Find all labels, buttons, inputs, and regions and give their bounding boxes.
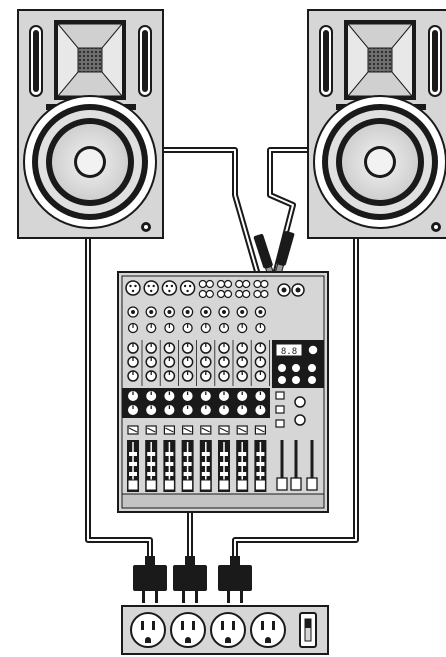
power-plug xyxy=(173,556,207,603)
master-button[interactable] xyxy=(276,420,284,427)
xlr-input[interactable] xyxy=(126,281,140,295)
channel-knob[interactable] xyxy=(146,371,156,381)
band-knob[interactable] xyxy=(256,392,265,401)
channel-knob[interactable] xyxy=(201,371,211,381)
channel-knob[interactable] xyxy=(183,357,193,367)
band-knob[interactable] xyxy=(165,392,174,401)
outlet xyxy=(211,613,245,647)
channel-knob[interactable] xyxy=(219,357,229,367)
band-knob[interactable] xyxy=(201,392,210,401)
channel-knob[interactable] xyxy=(146,357,156,367)
master-level-knob[interactable] xyxy=(295,415,305,425)
master-button[interactable] xyxy=(276,406,284,413)
band-knob[interactable] xyxy=(256,406,265,415)
woofer xyxy=(314,96,446,228)
band-knob[interactable] xyxy=(165,406,174,415)
fx-knob[interactable] xyxy=(308,345,318,355)
brand-logo xyxy=(431,222,441,232)
channel-knob[interactable] xyxy=(183,371,193,381)
channel-knob[interactable] xyxy=(255,371,265,381)
band-knob[interactable] xyxy=(220,406,229,415)
power-plug xyxy=(133,556,167,603)
channel-knob[interactable] xyxy=(128,371,138,381)
power-switch[interactable] xyxy=(300,613,316,647)
xlr-input[interactable] xyxy=(162,281,176,295)
band-knob[interactable] xyxy=(183,406,192,415)
mixer-black-band xyxy=(122,388,270,418)
master-knob[interactable] xyxy=(309,365,316,372)
channel-knob[interactable] xyxy=(219,343,229,353)
band-knob[interactable] xyxy=(238,392,247,401)
band-knob[interactable] xyxy=(201,406,210,415)
power-strip xyxy=(122,606,328,654)
channel-knob[interactable] xyxy=(237,357,247,367)
channel-knob[interactable] xyxy=(164,343,174,353)
power-plug xyxy=(218,556,252,603)
xlr-input[interactable] xyxy=(181,281,195,295)
channel-knob[interactable] xyxy=(164,357,174,367)
outlet xyxy=(171,613,205,647)
master-level-knob[interactable] xyxy=(295,397,305,407)
channel-knob[interactable] xyxy=(255,343,265,353)
mixer: 8.8 xyxy=(118,272,328,512)
jack-plug-right xyxy=(273,231,295,276)
band-knob[interactable] xyxy=(238,406,247,415)
woofer xyxy=(24,96,156,228)
channel-knob[interactable] xyxy=(237,343,247,353)
band-knob[interactable] xyxy=(147,392,156,401)
channel-knob[interactable] xyxy=(201,357,211,367)
band-knob[interactable] xyxy=(129,406,138,415)
fx-display-readout: 8.8 xyxy=(281,347,297,357)
right-speaker xyxy=(308,10,446,238)
band-knob[interactable] xyxy=(147,406,156,415)
outlet xyxy=(131,613,165,647)
power-plugs xyxy=(133,556,252,603)
master-knob[interactable] xyxy=(279,365,286,372)
band-knob[interactable] xyxy=(129,392,138,401)
channel-knob[interactable] xyxy=(146,343,156,353)
xlr-input[interactable] xyxy=(144,281,158,295)
channel-knob[interactable] xyxy=(201,343,211,353)
channel-knob[interactable] xyxy=(255,357,265,367)
channel-knob[interactable] xyxy=(219,371,229,381)
tweeter-horn xyxy=(54,20,126,100)
channel-knob[interactable] xyxy=(128,357,138,367)
right-speaker-audio-cable xyxy=(270,150,308,275)
master-knob[interactable] xyxy=(293,365,300,372)
master-knob[interactable] xyxy=(293,377,300,384)
outlet xyxy=(251,613,285,647)
master-knob[interactable] xyxy=(309,377,316,384)
band-knob[interactable] xyxy=(220,392,229,401)
channel-knob[interactable] xyxy=(237,371,247,381)
band-knob[interactable] xyxy=(183,392,192,401)
master-knob[interactable] xyxy=(279,377,286,384)
channel-knob[interactable] xyxy=(164,371,174,381)
channel-knob[interactable] xyxy=(128,343,138,353)
master-button[interactable] xyxy=(276,392,284,399)
brand-logo xyxy=(141,222,151,232)
left-speaker xyxy=(18,10,163,238)
tweeter-horn xyxy=(344,20,416,100)
left-speaker-audio-cable xyxy=(163,150,258,275)
channel-knob[interactable] xyxy=(183,343,193,353)
